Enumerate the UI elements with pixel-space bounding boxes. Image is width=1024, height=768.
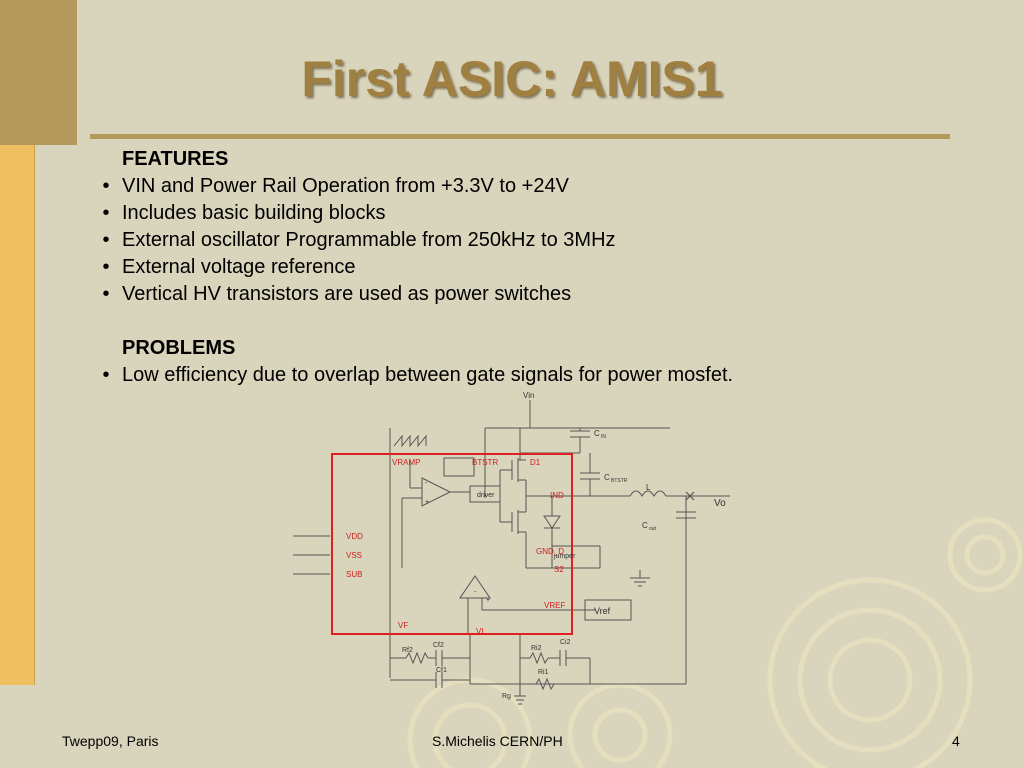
bullet-dot: • [102,256,110,278]
feature-item: • VIN and Power Rail Operation from +3.3V… [90,173,970,200]
svg-text:Cf2: Cf2 [433,642,444,649]
label-vref: VREF [544,601,565,610]
slide-content: FEATURES • VIN and Power Rail Operation f… [90,146,970,389]
label-s2: S2 [554,565,564,574]
bullet-dot: • [102,202,110,224]
svg-text:Ri2: Ri2 [531,645,542,652]
svg-text:IN: IN [601,434,606,440]
pulse-generator-block [443,457,475,477]
problem-item: • Low efficiency due to overlap between g… [90,362,970,389]
title-underline [90,134,950,139]
label-cin: C [594,429,600,438]
label-btstr: BTSTR [472,458,498,467]
feature-item: • External oscillator Programmable from 2… [90,227,970,254]
label-ind: IND [550,491,564,500]
svg-text:+: + [425,499,429,506]
vref-box-label: Vref [594,606,611,616]
feature-item: • External voltage reference [90,254,970,281]
label-vdd: VDD [346,532,363,541]
footer-event: Twepp09, Paris [62,733,159,749]
feature-item: • Vertical HV transistors are used as pow… [90,281,970,308]
label-cbtstr: C [604,473,610,482]
problem-text: Low efficiency due to overlap between ga… [122,364,734,386]
label-vf: VF [398,621,408,630]
svg-text:out: out [649,526,657,532]
svg-text:Ri1: Ri1 [538,669,549,676]
feature-text: VIN and Power Rail Operation from +3.3V … [122,175,569,197]
bullet-dot: • [102,175,110,197]
label-vramp: VRAMP [392,458,420,467]
label-inductor: L [646,483,651,492]
corner-accent-block [0,0,77,145]
svg-text:BTSTR: BTSTR [611,478,628,484]
svg-text:-: - [425,480,428,487]
left-accent-bar [0,145,35,685]
label-cout: C [642,521,648,530]
bullet-dot: • [102,229,110,251]
label-vi: VI [476,627,484,636]
label-vss: VSS [346,551,362,560]
driver-label: driver [477,492,495,499]
svg-text:+: + [486,597,490,604]
label-d1: D1 [530,458,541,467]
svg-text:-: - [474,589,477,596]
bullet-dot: • [102,283,110,305]
footer-author: S.Michelis CERN/PH [432,733,563,749]
svg-text:Cf1: Cf1 [436,667,447,674]
features-heading: FEATURES [122,148,229,170]
svg-text:Rf2: Rf2 [402,647,413,654]
feature-text: Includes basic building blocks [122,202,386,224]
problems-heading: PROBLEMS [122,337,236,359]
slide-title: First ASIC: AMIS1 [301,51,723,107]
label-vo: Vo [714,498,726,509]
circuit-schematic: Vin C IN C BTSTR L Vo C out driver jumpe… [293,391,730,705]
jumper-label: jumper [553,553,576,560]
asic-boundary-box [331,453,573,635]
footer-page-number: 4 [952,733,960,749]
feature-text: Vertical HV transistors are used as powe… [122,283,572,305]
bullet-dot: • [102,364,110,386]
label-vin: Vin [523,391,534,400]
label-gnd-d: GND_D [536,547,564,556]
feature-text: External voltage reference [122,256,356,278]
svg-text:Ci2: Ci2 [560,639,571,646]
feature-text: External oscillator Programmable from 25… [122,229,616,251]
feature-item: • Includes basic building blocks [90,200,970,227]
svg-text:Rg: Rg [502,693,511,700]
label-sub: SUB [346,570,362,579]
